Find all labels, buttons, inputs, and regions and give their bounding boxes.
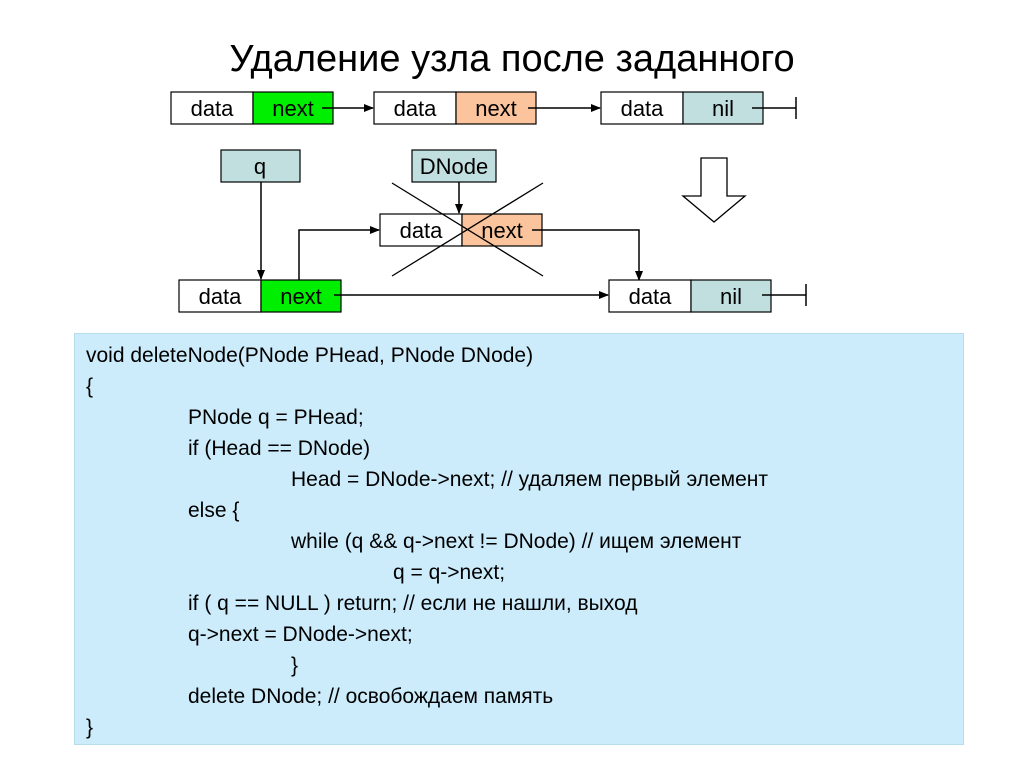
page-title: Удаление узла после заданного xyxy=(229,38,795,80)
code-line: if (Head == DNode) xyxy=(188,437,371,460)
deleted-node-data-label: data xyxy=(400,218,444,243)
top-node-1: data next xyxy=(170,91,334,125)
top-node-2: data next xyxy=(373,91,537,125)
bottom-node-2: data nil xyxy=(608,279,772,313)
old-link-to-deleted xyxy=(298,226,380,296)
bottom-nil-terminator xyxy=(762,284,807,306)
top-node-1-data-label: data xyxy=(191,96,235,121)
bottom-node-2-nil-label: nil xyxy=(720,284,742,309)
code-line: delete DNode; // освобождаем память xyxy=(188,685,554,708)
bottom-node-2-data-label: data xyxy=(629,284,673,309)
code-line: q->next = DNode->next; xyxy=(188,623,413,646)
bottom-node-1: data next xyxy=(178,279,342,313)
code-line: PNode q = PHead; xyxy=(188,406,364,429)
top-node-2-data-label: data xyxy=(394,96,438,121)
linked-list-diagram: data next data next data nil q DNode dat… xyxy=(170,91,807,313)
top-node-1-next-label: next xyxy=(272,96,314,121)
bottom-node-1-next-label: next xyxy=(280,284,322,309)
code-line: Head = DNode->next; // удаляем первый эл… xyxy=(291,468,769,491)
bottom-node-1-data-label: data xyxy=(199,284,243,309)
deleted-node-cross xyxy=(391,182,544,277)
code-line: q = q->next; xyxy=(393,561,506,584)
q-pointer-label: q xyxy=(254,154,266,179)
q-pointer-box: q xyxy=(220,149,301,183)
code-line: while (q && q->next != DNode) // ищем эл… xyxy=(291,530,742,553)
code-line: if ( q == NULL ) return; // если не нашл… xyxy=(188,592,638,615)
dnode-pointer-label: DNode xyxy=(420,154,488,179)
code-line: void deleteNode(PNode PHead, PNode DNode… xyxy=(86,344,534,367)
deleted-node: data next xyxy=(379,213,543,247)
top-node-3: data nil xyxy=(600,91,764,125)
dnode-pointer-box: DNode xyxy=(411,149,497,183)
code-line: } xyxy=(291,654,299,677)
transition-down-arrow-icon xyxy=(681,157,747,223)
code-line: } xyxy=(86,716,94,739)
top-node-3-data-label: data xyxy=(621,96,665,121)
deleted-node-next-label: next xyxy=(481,218,523,243)
code-box: void deleteNode(PNode PHead, PNode DNode… xyxy=(74,333,964,745)
deleted-link-to-last xyxy=(532,229,643,281)
top-node-2-next-label: next xyxy=(475,96,517,121)
top-node-3-nil-label: nil xyxy=(712,96,734,121)
code-line: { xyxy=(86,375,94,398)
top-nil-terminator xyxy=(752,97,797,119)
code-line: else { xyxy=(188,499,240,522)
